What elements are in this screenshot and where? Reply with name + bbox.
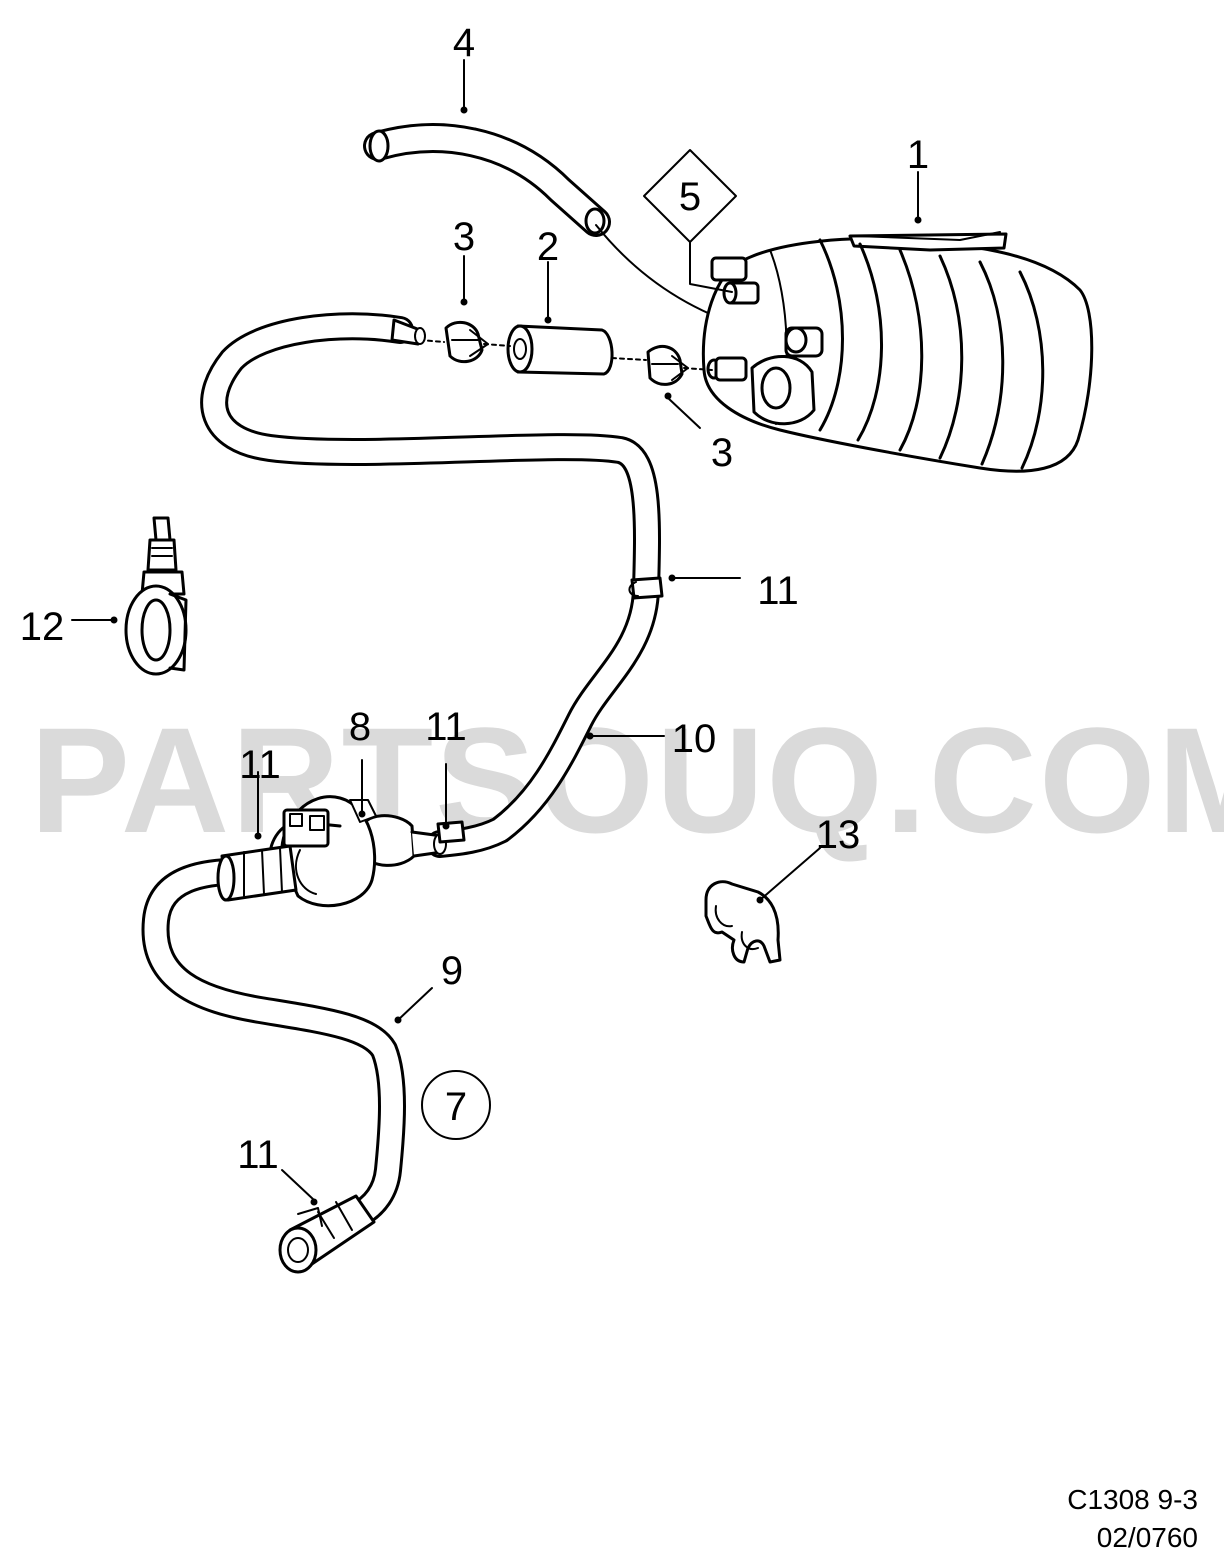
leader-5 bbox=[689, 241, 733, 293]
connector-lower[interactable] bbox=[278, 1194, 376, 1274]
leader-lines bbox=[71, 59, 919, 1201]
callout-12: 12 bbox=[20, 605, 65, 649]
callout-4: 4 bbox=[453, 21, 475, 65]
callout-11-valve-right: 11 bbox=[425, 705, 467, 749]
leader-dots bbox=[110, 106, 922, 1206]
clip-13[interactable] bbox=[704, 880, 782, 964]
valve-8[interactable] bbox=[268, 795, 447, 908]
canister-1[interactable] bbox=[701, 231, 1094, 473]
clip-11-valve-left[interactable] bbox=[216, 844, 298, 902]
tube-2[interactable] bbox=[506, 324, 614, 376]
diagram-number: 02/0760 bbox=[1096, 1522, 1198, 1553]
callout-10: 10 bbox=[672, 717, 717, 761]
diagram-code: C1308 9-3 bbox=[1067, 1484, 1198, 1515]
hose-9[interactable] bbox=[141, 857, 406, 1230]
callout-9: 9 bbox=[441, 949, 463, 993]
clip-11-valve-right[interactable] bbox=[436, 820, 466, 844]
callout-1: 1 bbox=[907, 133, 929, 177]
clamp-3-left[interactable] bbox=[419, 320, 511, 364]
marker-7-circle bbox=[421, 1070, 491, 1140]
clip-11-hose10[interactable] bbox=[628, 576, 664, 600]
sensor-12[interactable] bbox=[124, 516, 188, 676]
callout-5: 5 bbox=[679, 175, 701, 219]
callout-8: 8 bbox=[349, 705, 371, 749]
hose-10[interactable] bbox=[200, 312, 661, 858]
callout-3-upper: 3 bbox=[453, 215, 475, 259]
clamp-3-right[interactable] bbox=[611, 344, 713, 386]
callout-11-valve-left: 11 bbox=[239, 743, 281, 787]
callout-3-lower: 3 bbox=[711, 431, 733, 475]
callout-13: 13 bbox=[816, 813, 861, 857]
callout-11-hose10: 11 bbox=[757, 569, 799, 613]
hose-4[interactable] bbox=[363, 123, 611, 237]
callout-2: 2 bbox=[537, 225, 559, 269]
callout-11-lower: 11 bbox=[237, 1133, 279, 1177]
callout-7: 7 bbox=[445, 1085, 467, 1129]
